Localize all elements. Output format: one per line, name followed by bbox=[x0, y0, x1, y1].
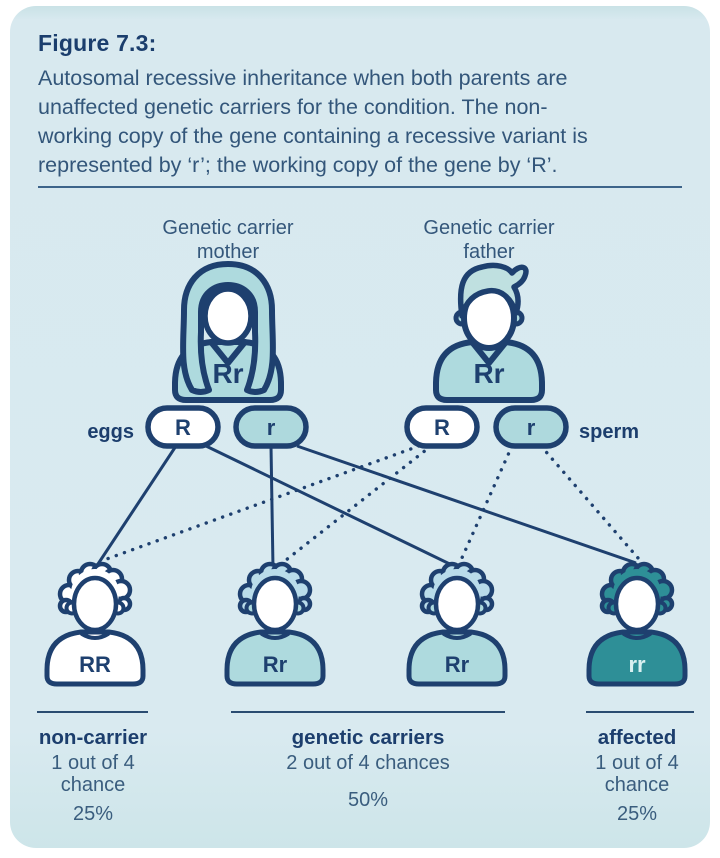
line-egg-R-to-child-1 bbox=[96, 445, 178, 565]
line-egg-r-to-child-4 bbox=[296, 444, 637, 565]
sperm-pill-R: R bbox=[404, 405, 480, 449]
outcome-2-label: genetic carriers bbox=[292, 726, 445, 749]
child-1-collar bbox=[80, 632, 110, 640]
child-4-body bbox=[586, 629, 688, 687]
child-2-face bbox=[251, 575, 299, 633]
mother-genotype: Rr bbox=[212, 358, 243, 389]
eggs-label: eggs bbox=[87, 421, 134, 443]
mother-figure: Rr bbox=[172, 261, 284, 403]
sperm-pill-r-letter: r bbox=[527, 415, 536, 440]
child-3-face bbox=[433, 575, 481, 633]
father-label-line2: father bbox=[463, 241, 514, 263]
outcome-genetic-carriers: genetic carriers 2 out of 4 chances 50% bbox=[286, 726, 449, 811]
sperm-pill-r: r bbox=[493, 405, 569, 449]
father-vneck bbox=[469, 339, 509, 366]
father-genotype: Rr bbox=[473, 358, 504, 389]
line-egg-R-to-child-3 bbox=[205, 444, 459, 570]
mother-label-line2: mother bbox=[197, 241, 260, 263]
child-4-genotype: rr bbox=[628, 652, 646, 677]
father-hair bbox=[457, 262, 529, 319]
inheritance-lines bbox=[96, 444, 640, 570]
outcome-1-label: non-carrier bbox=[39, 726, 147, 749]
child-3-genotype: Rr bbox=[445, 652, 470, 677]
line-sperm-r-to-child-3 bbox=[459, 444, 514, 562]
outcome-non-carrier: non-carrier 1 out of 4 chance 25% bbox=[39, 726, 147, 825]
sperm-pill-r-shape bbox=[493, 405, 569, 449]
father-label-line1: Genetic carrier bbox=[423, 217, 554, 239]
outcome-affected: affected 1 out of 4 chance 25% bbox=[595, 726, 678, 825]
egg-pill-r-letter: r bbox=[267, 415, 276, 440]
child-figure-1: RR bbox=[44, 561, 146, 687]
father-body bbox=[433, 339, 545, 403]
child-1-body bbox=[44, 629, 146, 687]
line-sperm-r-to-child-4 bbox=[539, 444, 640, 560]
child-2-body bbox=[224, 629, 326, 687]
child-2-genotype: Rr bbox=[263, 652, 288, 677]
child-3-body bbox=[406, 629, 508, 687]
figure-caption-line-3: working copy of the gene containing a re… bbox=[38, 124, 588, 148]
figure-card bbox=[10, 6, 710, 848]
outcome-1-chance-line2: chance bbox=[61, 774, 126, 796]
outcome-2-chance-line1: 2 out of 4 chances bbox=[286, 752, 449, 774]
child-figure-3: Rr bbox=[406, 561, 508, 687]
child-figure-4: rr bbox=[586, 561, 688, 687]
line-egg-r-to-child-2 bbox=[269, 445, 275, 569]
child-3-collar bbox=[442, 632, 472, 640]
father-figure: Rr bbox=[433, 262, 545, 403]
figure-caption-line-2: unaffected genetic carriers for the cond… bbox=[38, 95, 548, 119]
figure-header: Figure 7.3: Autosomal recessive inherita… bbox=[38, 30, 688, 180]
egg-pill-r-shape bbox=[233, 405, 309, 449]
line-sperm-R-to-child-1 bbox=[102, 444, 421, 562]
outcome-3-chance-line2: chance bbox=[605, 774, 670, 796]
egg-pill-R-shape bbox=[145, 405, 221, 449]
child-figure-2: Rr bbox=[224, 561, 326, 687]
child-4-collar bbox=[622, 632, 652, 640]
egg-pill-R: R bbox=[145, 405, 221, 449]
child-1-genotype: RR bbox=[79, 652, 111, 677]
sperm-label: sperm bbox=[579, 421, 639, 443]
figure-title: Figure 7.3: bbox=[38, 30, 157, 56]
egg-pill-r: r bbox=[233, 405, 309, 449]
child-4-face bbox=[613, 575, 661, 633]
child-1-face bbox=[71, 575, 119, 633]
figure-caption-line-1: Autosomal recessive inheritance when bot… bbox=[38, 66, 568, 90]
figure-caption-line-4: represented by ‘r’; the working copy of … bbox=[38, 153, 558, 177]
outcome-2-percent: 50% bbox=[348, 789, 388, 811]
outcome-3-label: affected bbox=[598, 726, 677, 749]
outcome-3-percent: 25% bbox=[617, 803, 657, 825]
outcome-1-chance-line1: 1 out of 4 bbox=[51, 752, 134, 774]
outcome-3-chance-line1: 1 out of 4 bbox=[595, 752, 678, 774]
mother-vneck bbox=[208, 339, 248, 366]
sperm-pill-R-shape bbox=[404, 405, 480, 449]
sperm-pill-R-letter: R bbox=[434, 415, 450, 440]
mother-fringe bbox=[203, 284, 253, 308]
child-2-collar bbox=[260, 632, 290, 640]
outcome-1-percent: 25% bbox=[73, 803, 113, 825]
mother-label-line1: Genetic carrier bbox=[162, 217, 293, 239]
egg-pill-R-letter: R bbox=[175, 415, 191, 440]
line-sperm-R-to-child-2 bbox=[279, 444, 433, 566]
